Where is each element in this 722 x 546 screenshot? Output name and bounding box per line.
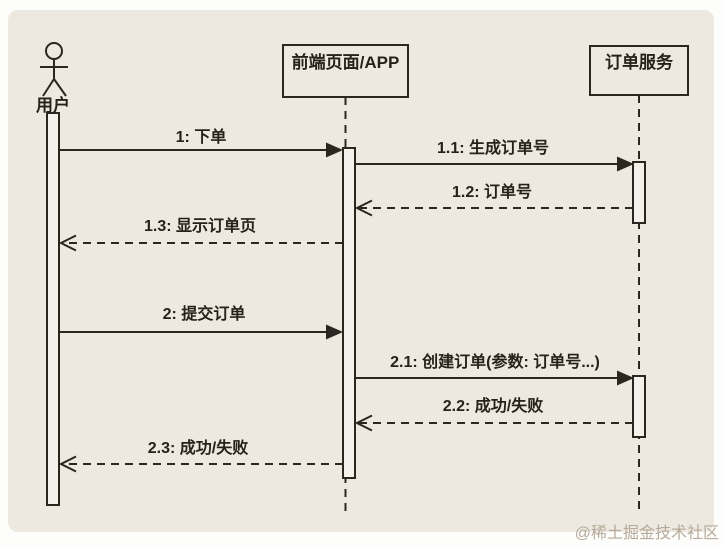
message-2-3: 2.3: 成功/失败 (58, 438, 343, 473)
lifeline-frontend: 前端页面/APP (282, 44, 409, 512)
message-1-3: 1.3: 显示订单页 (58, 216, 343, 252)
message-1-1: 1.1: 生成订单号 (355, 138, 634, 172)
actor-leg-right (53, 78, 67, 97)
message-2-1-label: 2.1: 创建订单(参数: 订单号...) (390, 352, 600, 371)
message-1: 1: 下单 (59, 127, 343, 158)
lifeline-order-service-box (589, 45, 689, 96)
activation-bar-user (46, 112, 60, 506)
message-1-2-label: 1.2: 订单号 (452, 182, 532, 201)
message-1-2: 1.2: 订单号 (354, 182, 633, 217)
lifeline-user: 用户 (36, 42, 70, 506)
message-2-3-arrowhead-icon (58, 455, 77, 473)
diagram-panel (8, 10, 714, 532)
actor-icon (40, 42, 68, 97)
actor-leg-left (42, 78, 55, 97)
watermark: @稀土掘金技术社区 (575, 524, 719, 542)
activation-bar-order-service-1 (632, 161, 646, 224)
message-2-2-label: 2.2: 成功/失败 (443, 396, 543, 415)
message-2-2-arrowhead-icon (354, 414, 373, 432)
activation-bar-order-service-2 (632, 375, 646, 438)
lifeline-frontend-label: 前端页面/APP (292, 52, 400, 72)
lifeline-order-service: 订单服务 (589, 45, 689, 515)
lifeline-user-label: 用户 (36, 95, 70, 115)
message-1-3-arrowhead-icon (58, 234, 77, 252)
lifeline-order-service-label: 订单服务 (605, 52, 674, 72)
message-1-1-label: 1.1: 生成订单号 (437, 138, 549, 157)
activation-bar-frontend (342, 147, 356, 479)
message-1-label: 1: 下单 (176, 127, 227, 146)
message-1-2-arrowhead-icon (354, 199, 373, 217)
message-2-arrowhead-icon (326, 324, 343, 340)
message-1-1-arrowhead-icon (617, 156, 634, 172)
message-1-3-label: 1.3: 显示订单页 (144, 216, 256, 235)
message-2: 2: 提交订单 (59, 304, 343, 340)
message-2-3-label: 2.3: 成功/失败 (148, 438, 248, 457)
lifeline-frontend-box (282, 44, 409, 98)
message-2-label: 2: 提交订单 (163, 304, 246, 323)
message-2-1-arrowhead-icon (617, 370, 634, 386)
message-2-2: 2.2: 成功/失败 (354, 396, 633, 432)
message-2-1: 2.1: 创建订单(参数: 订单号...) (355, 352, 634, 386)
message-1-arrowhead-icon (326, 142, 343, 158)
